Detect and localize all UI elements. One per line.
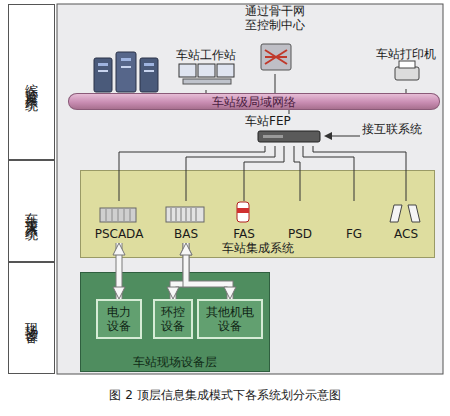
block-arrow	[186, 243, 230, 299]
connector-line	[186, 146, 275, 201]
server-icon	[140, 58, 158, 92]
line-body	[119, 146, 265, 201]
arrow-body	[186, 243, 230, 299]
connector-line	[289, 110, 290, 114]
node-text: 车站集成系统	[222, 241, 294, 255]
connector-line	[244, 146, 284, 201]
connector-line	[294, 146, 300, 201]
interconnect-arrow	[330, 136, 360, 137]
fep-device	[258, 131, 320, 142]
node-text: 电力设备	[106, 305, 132, 333]
node-text: 车站现场设备层	[133, 355, 217, 369]
server-light	[121, 58, 131, 61]
acs-gate-icon	[390, 205, 420, 222]
fep-ports	[263, 135, 283, 138]
bas-icon	[166, 207, 204, 222]
server-icon	[94, 58, 112, 92]
arrow-outline	[116, 243, 123, 299]
line-body	[289, 110, 290, 114]
connector-line	[206, 90, 207, 93]
block-arrow	[119, 243, 120, 299]
node-text: 综合监控系统	[24, 73, 39, 91]
server-light	[98, 63, 108, 66]
fas-icon	[237, 202, 249, 222]
printer-paper	[399, 61, 415, 68]
node-text: 车站工作站	[176, 48, 236, 62]
node-text: 现场设备	[24, 312, 39, 324]
node-text: FG	[346, 227, 362, 241]
printer-icon	[395, 67, 419, 80]
device-box: 电力设备	[96, 299, 142, 339]
line-body	[303, 146, 354, 201]
system-band: 车站接入系统	[8, 160, 55, 262]
line-body	[313, 146, 406, 201]
server-icon	[116, 52, 136, 92]
node-text: 环控设备	[160, 305, 186, 333]
figure-caption: 图 2 顶层信息集成模式下各系统划分示意图	[0, 387, 450, 403]
node-text: FAS	[233, 227, 255, 241]
line-body	[275, 74, 276, 93]
switch-arrows	[265, 50, 287, 64]
switch-icon	[261, 44, 291, 70]
line-body	[294, 146, 300, 201]
line-body	[406, 89, 407, 93]
connector-line	[313, 146, 406, 201]
node-text: 车站FEP	[245, 114, 291, 128]
desk-icon	[183, 79, 231, 84]
line-body	[244, 146, 284, 201]
node-text: 车站级局域网络	[212, 95, 296, 109]
arrow-outline	[186, 243, 230, 299]
server-light	[98, 70, 108, 72]
node-text: BAS	[174, 227, 198, 241]
main-frame	[57, 4, 443, 374]
subsystem-node: FG	[331, 201, 377, 243]
rack-stripes	[171, 208, 196, 221]
subsystem-node: ACS	[381, 201, 431, 243]
monitor-icon	[198, 64, 215, 77]
rack-stripes	[106, 209, 130, 221]
fas-band	[237, 208, 249, 213]
node-text: 车站打印机	[376, 47, 436, 61]
line-body	[186, 146, 275, 201]
arrow-body	[117, 243, 122, 299]
system-band: 现场设备	[8, 262, 55, 374]
connector-line	[119, 146, 265, 201]
server-light	[121, 66, 131, 68]
connector-line	[275, 74, 276, 93]
connector-line	[406, 89, 407, 93]
device-box: 其他机电设备	[197, 299, 263, 339]
monitor-icon	[179, 64, 196, 77]
device-box: 环控设备	[153, 299, 193, 339]
monitor-icon	[217, 64, 234, 77]
node-text: 车站接入系统	[24, 202, 39, 220]
lan-pipe: 车站级局域网络	[68, 93, 440, 110]
system-band: 综合监控系统	[8, 4, 55, 160]
arrow-head	[324, 132, 332, 140]
node-text: PSCADA	[95, 227, 144, 241]
server-light	[144, 70, 154, 72]
node-text: 通过骨干网至控制中心	[243, 4, 307, 32]
server-light	[144, 63, 154, 66]
node-text: 其他机电设备	[205, 305, 255, 333]
node-text: ACS	[394, 227, 418, 241]
connector-line	[303, 146, 354, 201]
node-text: PSD	[288, 227, 312, 241]
line-body	[206, 90, 207, 93]
subsystem-node: PSD	[277, 201, 323, 243]
annotation-label: 接互联系统	[362, 122, 422, 136]
pscada-icon	[100, 208, 136, 222]
